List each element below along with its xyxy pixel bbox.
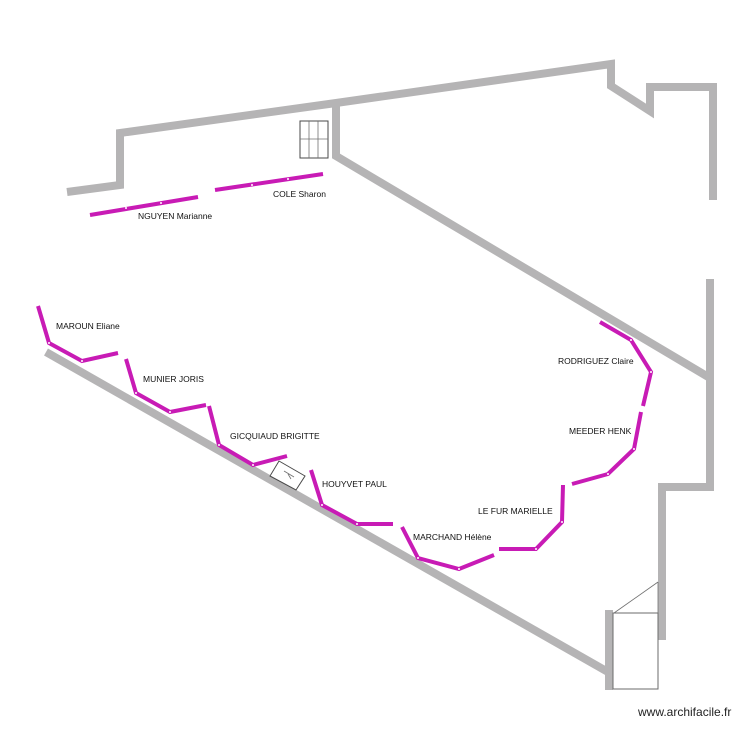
segment-meeder — [571, 411, 643, 486]
stairs-middle — [269, 460, 306, 491]
label-gicquiaud: GICQUIAUD BRIGITTE — [230, 431, 320, 441]
highlight-segments — [36, 172, 654, 572]
segment-ticks — [48, 178, 652, 570]
label-meeder: MEEDER HENK — [569, 426, 632, 436]
stairs-top — [299, 120, 329, 159]
wall-top — [66, 59, 717, 200]
segment-lefur — [499, 484, 565, 551]
segment-gicquiaud — [207, 405, 288, 468]
label-marchand: MARCHAND Hélène — [413, 532, 492, 542]
walls — [44, 59, 717, 690]
segment-houyvet — [309, 469, 393, 526]
watermark-link[interactable]: www.archifacile.fr — [638, 705, 732, 719]
wall-diagonal-upper — [332, 103, 713, 382]
segment-cole — [214, 172, 324, 192]
label-houyvet: HOUYVET PAUL — [322, 479, 387, 489]
label-nguyen: NGUYEN Marianne — [138, 211, 213, 221]
segment-nguyen — [89, 195, 199, 217]
label-munier: MUNIER JORIS — [143, 374, 204, 384]
wall-diagonal-lower — [44, 348, 610, 676]
wall-right — [658, 279, 714, 640]
segment-rodriguez — [598, 320, 654, 407]
label-lefur: LE FUR MARIELLE — [478, 506, 553, 516]
segment-maroun — [36, 305, 119, 364]
label-cole: COLE Sharon — [273, 189, 326, 199]
segment-marchand — [400, 526, 495, 572]
label-maroun: MAROUN Eliane — [56, 321, 120, 331]
segment-munier — [124, 358, 207, 415]
label-rodriguez: RODRIGUEZ Claire — [558, 356, 634, 366]
door-bottom-right — [612, 581, 659, 690]
